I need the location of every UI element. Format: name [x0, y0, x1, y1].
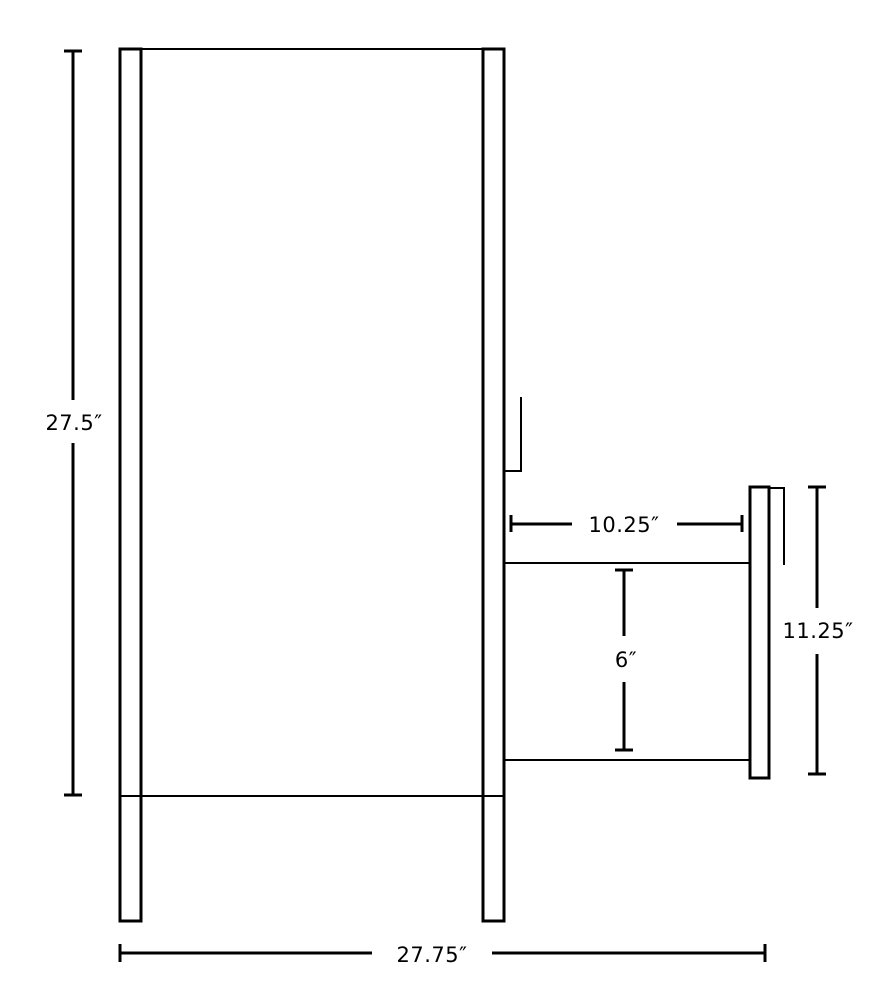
- cabinet-front-stile: [118, 47, 143, 923]
- overall-depth-label: 27.75″: [397, 943, 468, 967]
- door-handle-bracket: [504, 397, 522, 472]
- drawer-front-height-label: 11.25″: [783, 619, 854, 643]
- drawer-front-panel: [748, 485, 771, 780]
- cabinet-height-label: 27.5″: [45, 411, 102, 435]
- dimension-drawer-front-height: 11.25″: [783, 485, 854, 776]
- cabinet-back-stile: [481, 47, 506, 923]
- dimension-overall-depth: 27.75″: [118, 943, 767, 967]
- drawer-pull: [769, 487, 785, 565]
- dimension-drawer-depth: 10.25″: [509, 513, 744, 537]
- drawer-height-label: 6″: [615, 648, 637, 672]
- drawer-depth-label: 10.25″: [589, 513, 660, 537]
- dimension-cabinet-height: 27.5″: [45, 49, 102, 797]
- dimension-drawer-height: 6″: [615, 568, 637, 752]
